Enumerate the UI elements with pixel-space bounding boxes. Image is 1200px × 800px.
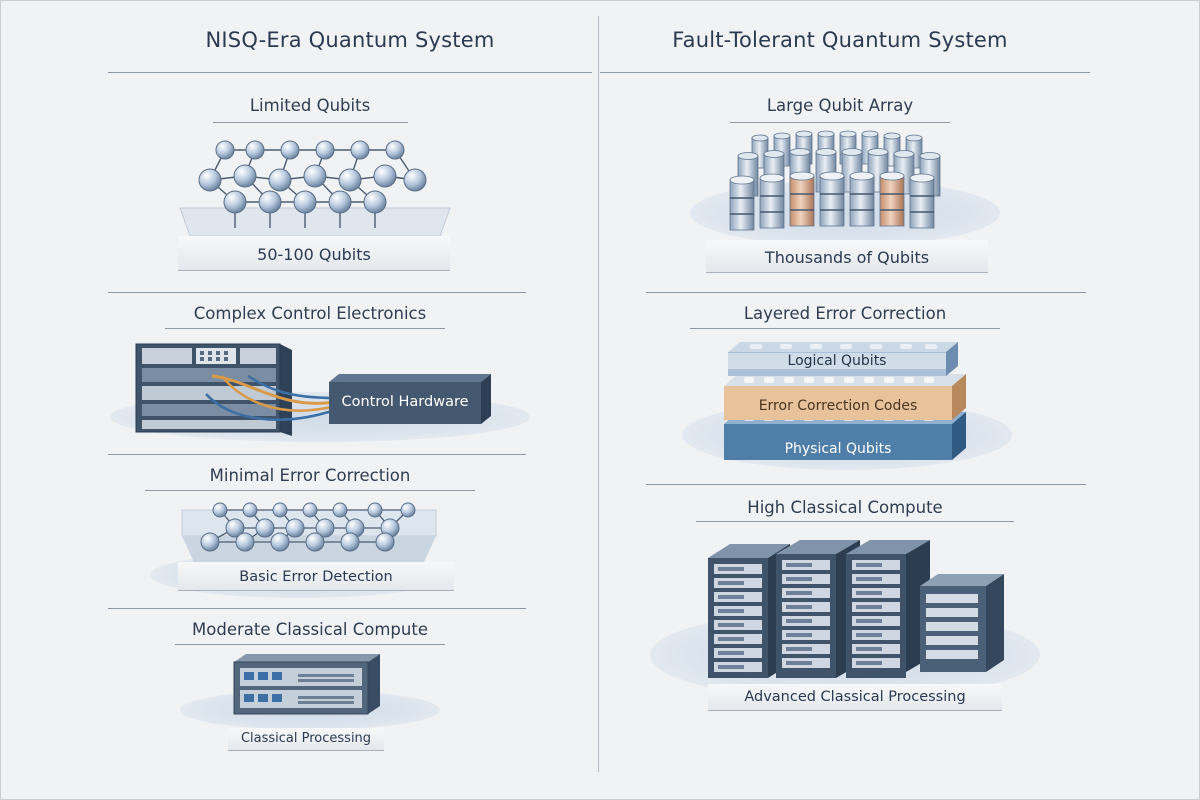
server-farm-icon [708, 540, 1004, 678]
error-correction-codes-layer-label: Error Correction Codes [758, 398, 918, 414]
classical-processing-caption: Classical Processing [228, 728, 384, 751]
right-section-rule-2 [646, 484, 1086, 485]
qubit-count-caption: 50-100 Qubits [178, 236, 450, 271]
control-rack-icon [135, 343, 336, 436]
error-detection-caption: Basic Error Detection [178, 562, 454, 591]
left-column-title: NISQ-Era Quantum System [205, 28, 495, 52]
control-electronics-underline [165, 328, 445, 329]
control-hardware-label: Control Hardware [341, 394, 469, 410]
minimal-error-correction-underline [145, 490, 475, 491]
left-section-rule-3 [108, 608, 526, 609]
left-section-rule-2 [108, 454, 526, 455]
large-qubit-array-title: Large Qubit Array [766, 96, 914, 115]
minimal-error-correction-title: Minimal Error Correction [209, 466, 411, 485]
control-electronics-title: Complex Control Electronics [193, 304, 427, 323]
advanced-processing-caption: Advanced Classical Processing [708, 684, 1002, 711]
right-column-title: Fault-Tolerant Quantum System [672, 28, 1008, 52]
right-title-rule [600, 72, 1090, 73]
qubit-array-caption: Thousands of Qubits [706, 240, 988, 273]
column-divider [598, 16, 599, 772]
limited-qubits-underline [213, 122, 408, 123]
moderate-compute-title: Moderate Classical Compute [192, 620, 428, 639]
physical-qubits-layer-label: Physical Qubits [784, 441, 892, 457]
layered-error-correction-underline [690, 328, 1000, 329]
control-hardware-box [329, 374, 491, 424]
left-section-rule-1 [108, 292, 526, 293]
high-classical-compute-title: High Classical Compute [747, 498, 943, 517]
right-section-rule-1 [646, 292, 1086, 293]
limited-qubits-lattice [179, 140, 451, 237]
high-classical-compute-underline [696, 521, 1014, 522]
qubit-array-cylinders [729, 130, 941, 231]
layered-error-correction-title: Layered Error Correction [743, 304, 947, 323]
large-qubit-array-underline [730, 122, 950, 123]
left-title-rule [108, 72, 592, 73]
classical-server-icon [233, 654, 380, 715]
limited-qubits-title: Limited Qubits [249, 96, 371, 115]
moderate-compute-underline [175, 644, 445, 645]
error-detection-lattice [181, 502, 437, 562]
logical-qubits-layer-label: Logical Qubits [728, 353, 946, 369]
